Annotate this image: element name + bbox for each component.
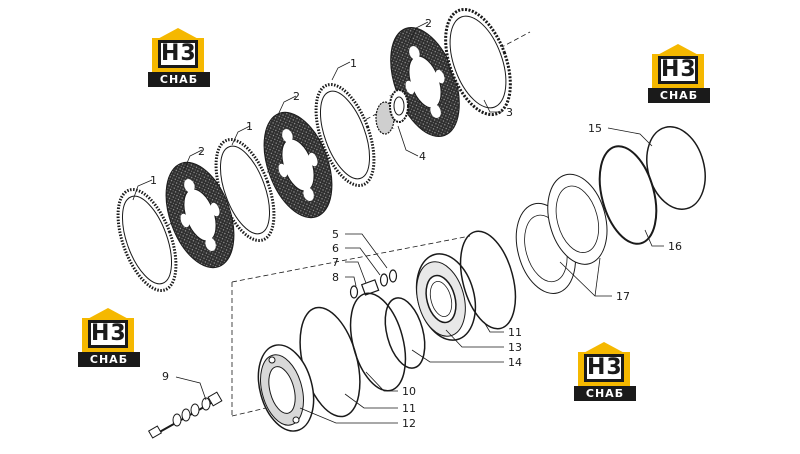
- pressure-plate-3: [444, 7, 512, 117]
- logo-h3-text: H3: [158, 40, 198, 68]
- steel-disc-1c: [314, 83, 376, 187]
- logo-snab-text: СНАБ: [648, 88, 710, 103]
- piston-housing-13: [415, 253, 477, 341]
- plates-17: [515, 173, 608, 294]
- callout-1a: 1: [150, 174, 157, 187]
- callout-14: 14: [508, 356, 522, 369]
- callout-16: 16: [668, 240, 682, 253]
- friction-disc-2a: [165, 161, 235, 269]
- callout-13: 13: [508, 341, 522, 354]
- logo-h3-text: H3: [584, 354, 624, 382]
- callout-4: 4: [419, 150, 426, 163]
- callout-1c: 1: [350, 57, 357, 70]
- splined-hub-4: [375, 89, 409, 135]
- seal-ring-11-upper: [459, 230, 517, 330]
- logo-top-left: H3 СНАБ: [148, 28, 212, 90]
- logo-top-right: H3 СНАБ: [648, 44, 712, 106]
- logo-h3-text: H3: [658, 56, 698, 84]
- logo-snab-text: СНАБ: [574, 386, 636, 401]
- callout-5: 5: [332, 228, 339, 241]
- callout-7: 7: [332, 256, 339, 269]
- logo-snab-text: СНАБ: [78, 352, 140, 367]
- snap-ring-15: [646, 126, 706, 210]
- callout-10: 10: [402, 385, 416, 398]
- small-seals-5-8: [349, 269, 398, 299]
- callout-11a: 11: [508, 326, 522, 339]
- callout-2b: 2: [293, 90, 300, 103]
- bolt-assembly-9: [147, 391, 223, 439]
- callout-3: 3: [506, 106, 513, 119]
- logo-bottom-right: H3 СНАБ: [574, 342, 638, 404]
- callout-15: 15: [588, 122, 602, 135]
- callout-1b: 1: [246, 120, 253, 133]
- logo-h3-text: H3: [88, 320, 128, 348]
- logo-bottom-left: H3 СНАБ: [78, 308, 142, 370]
- callout-8: 8: [332, 271, 339, 284]
- callout-11b: 11: [402, 402, 416, 415]
- seal-ring-16: [598, 145, 658, 245]
- callout-2c: 2: [425, 17, 432, 30]
- callout-labels: 1 2 1 2 1 2 3 4 5 6 7 8 9 10 11 12 11 13…: [150, 17, 682, 430]
- callout-6: 6: [332, 242, 339, 255]
- callout-12: 12: [402, 417, 416, 430]
- logo-snab-text: СНАБ: [148, 72, 210, 87]
- steel-disc-1a: [116, 188, 178, 292]
- callout-2a: 2: [198, 145, 205, 158]
- piston-12: [257, 344, 315, 432]
- friction-disc-2b: [263, 111, 333, 219]
- callout-17: 17: [616, 290, 630, 303]
- seal-ring-14: [384, 297, 426, 369]
- callout-9: 9: [162, 370, 169, 383]
- leader-lines: [132, 21, 664, 424]
